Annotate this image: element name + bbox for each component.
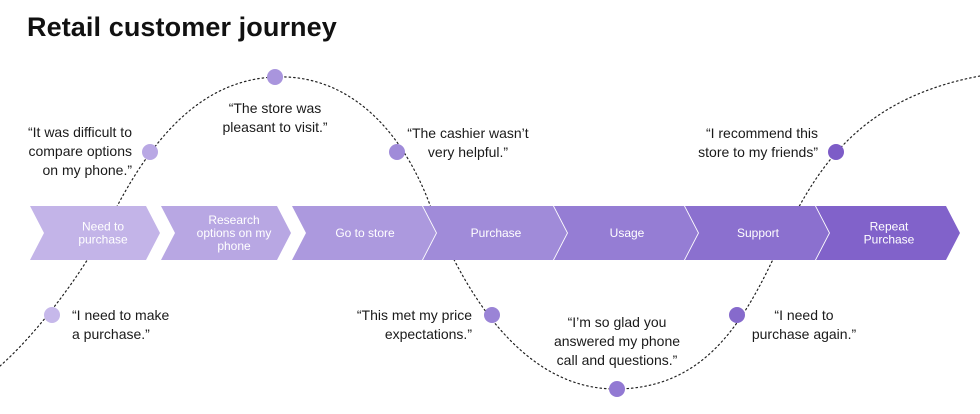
touchpoint-dot-recommend-store (828, 144, 844, 160)
page-title: Retail customer journey (27, 12, 337, 42)
quote-glad-answered: “I’m so glad you answered my phone call … (553, 314, 681, 368)
quote-purchase-again: “I need to purchase again.” (751, 307, 857, 342)
stage-label-support: Support (737, 226, 780, 240)
stage-shape-need-to-purchase (30, 206, 160, 260)
touchpoint-dot-difficult-to-compare (142, 144, 158, 160)
touchpoint-dot-store-pleasant (267, 69, 283, 85)
stage-shape-support (685, 206, 829, 260)
touchpoint-dot-purchase-again (729, 307, 745, 323)
quote-recommend-store: “I recommend this store to my friends” (698, 125, 818, 160)
stage-shape-research (161, 206, 291, 260)
stage-shape-repeat-purchase (816, 206, 960, 260)
stage-shape-go-to-store (292, 206, 436, 260)
stage-label-usage: Usage (610, 226, 645, 240)
touchpoint-dot-price-expectations (484, 307, 500, 323)
quote-need-to-make-purchase: “I need to make a purchase.” (72, 307, 170, 342)
quote-store-pleasant: “The store was pleasant to visit.” (222, 100, 328, 135)
touchpoint-dot-glad-answered (609, 381, 625, 397)
touchpoint-dot-need-to-make-purchase (44, 307, 60, 323)
stage-label-go-to-store: Go to store (335, 226, 395, 240)
stage-shape-purchase (423, 206, 567, 260)
touchpoint-dot-cashier-unhelpful (389, 144, 405, 160)
quote-difficult-to-compare: “It was difficult to compare options on … (27, 124, 132, 178)
stage-shape-usage (554, 206, 698, 260)
stage-label-purchase: Purchase (471, 226, 522, 240)
quote-price-expectations: “This met my price expectations.” (356, 307, 472, 342)
quote-cashier-unhelpful: “The cashier wasn’t very helpful.” (407, 125, 529, 160)
